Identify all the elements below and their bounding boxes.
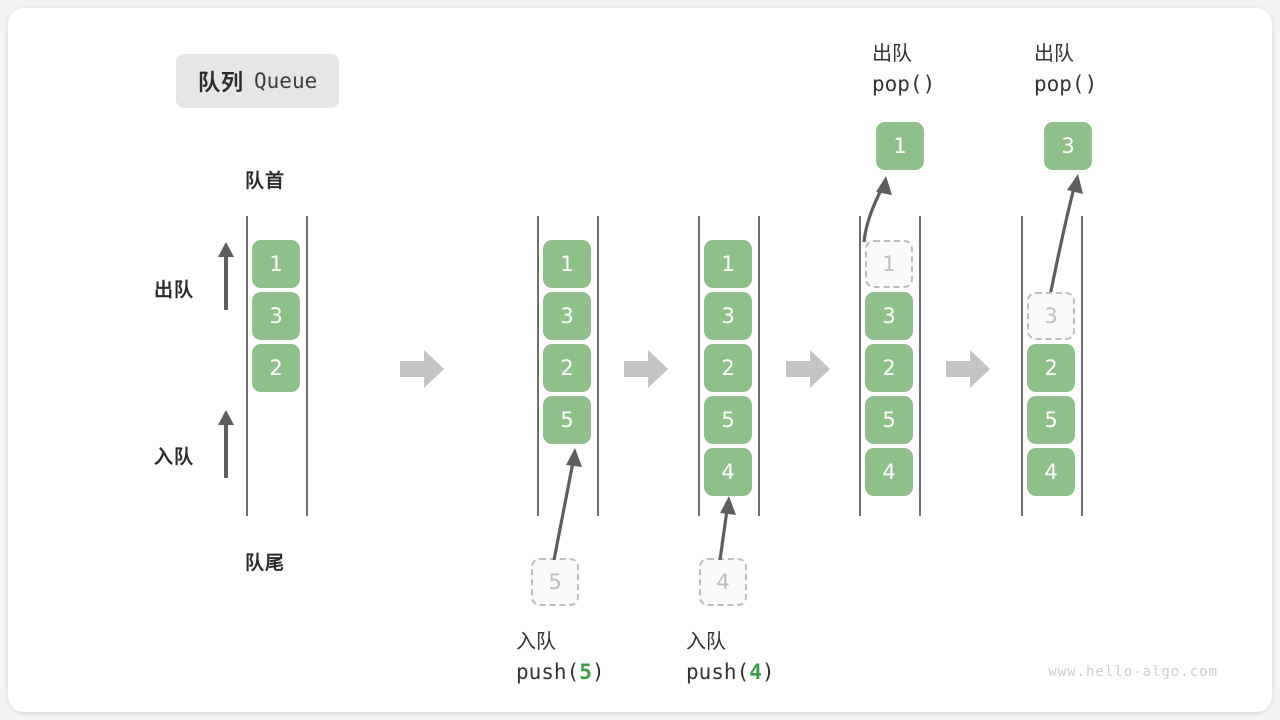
push-arrow-icon-2 — [718, 496, 736, 561]
cell: 5 — [865, 396, 913, 444]
rail-right — [597, 216, 599, 516]
cell: 3 — [252, 292, 300, 340]
diagram-card: 队列 Queue 队首 队尾 出队 入队 1 3 2 — [8, 8, 1272, 712]
popped-cell: 3 — [1044, 122, 1092, 170]
rail-left — [698, 216, 700, 516]
transition-arrow-icon — [946, 350, 990, 388]
label-rear: 队尾 — [245, 552, 286, 574]
pop-arrow-icon-1 — [862, 176, 892, 243]
cell: 1 — [865, 240, 913, 288]
enqueue-arrow-icon — [218, 410, 234, 478]
caption-push-4: 入队 push(4) — [686, 626, 775, 688]
cell: 2 — [543, 344, 591, 392]
caption-pop-1: 出队 pop() — [872, 38, 935, 100]
label-enqueue: 入队 — [154, 446, 195, 468]
cell: 5 — [1027, 396, 1075, 444]
label-front: 队首 — [245, 170, 286, 192]
cell: 1 — [543, 240, 591, 288]
dequeue-arrow-icon — [218, 242, 234, 310]
rail-left — [1021, 216, 1023, 516]
popped-cell: 1 — [876, 122, 924, 170]
label-dequeue: 出队 — [154, 279, 195, 301]
title-badge: 队列 Queue — [176, 54, 340, 108]
title-chinese: 队列 — [198, 71, 245, 96]
rail-right — [758, 216, 760, 516]
cell: 3 — [865, 292, 913, 340]
incoming-cell: 4 — [699, 558, 747, 606]
cell: 3 — [704, 292, 752, 340]
cell: 2 — [252, 344, 300, 392]
caption-pop-3: 出队 pop() — [1034, 38, 1097, 100]
caption-push-5: 入队 push(5) — [516, 626, 605, 688]
rail-right — [306, 216, 308, 516]
incoming-cell: 5 — [531, 558, 579, 606]
rail-left — [537, 216, 539, 516]
rail-left — [859, 216, 861, 516]
caption-chinese: 出队 — [872, 41, 912, 65]
caption-chinese: 入队 — [686, 629, 726, 653]
watermark: www.hello-algo.com — [1048, 664, 1218, 680]
caption-code: push(5) — [516, 660, 605, 684]
queue-container-5 — [1021, 216, 1083, 516]
cell: 5 — [543, 396, 591, 444]
caption-code: pop() — [872, 72, 936, 96]
push-arrow-icon-1 — [552, 448, 582, 561]
caption-chinese: 入队 — [516, 629, 556, 653]
queue-container-2 — [537, 216, 599, 516]
cell: 1 — [252, 240, 300, 288]
transition-arrow-icon — [624, 350, 668, 388]
queue-container-4 — [859, 216, 921, 516]
cell: 4 — [704, 448, 752, 496]
cell: 4 — [865, 448, 913, 496]
cell: 5 — [704, 396, 752, 444]
caption-code: pop() — [1034, 72, 1098, 96]
title-english: Queue — [254, 69, 318, 93]
rail-right — [1081, 216, 1083, 516]
cell: 3 — [543, 292, 591, 340]
cell: 3 — [1027, 292, 1075, 340]
caption-code: push(4) — [686, 660, 775, 684]
cell: 2 — [1027, 344, 1075, 392]
cell: 1 — [704, 240, 752, 288]
cell: 4 — [1027, 448, 1075, 496]
queue-container-1 — [246, 216, 308, 516]
queue-container-3 — [698, 216, 760, 516]
transition-arrow-icon — [400, 350, 444, 388]
cell: 2 — [865, 344, 913, 392]
caption-chinese: 出队 — [1034, 41, 1074, 65]
rail-left — [246, 216, 248, 516]
rail-right — [919, 216, 921, 516]
transition-arrow-icon — [786, 350, 830, 388]
cell: 2 — [704, 344, 752, 392]
